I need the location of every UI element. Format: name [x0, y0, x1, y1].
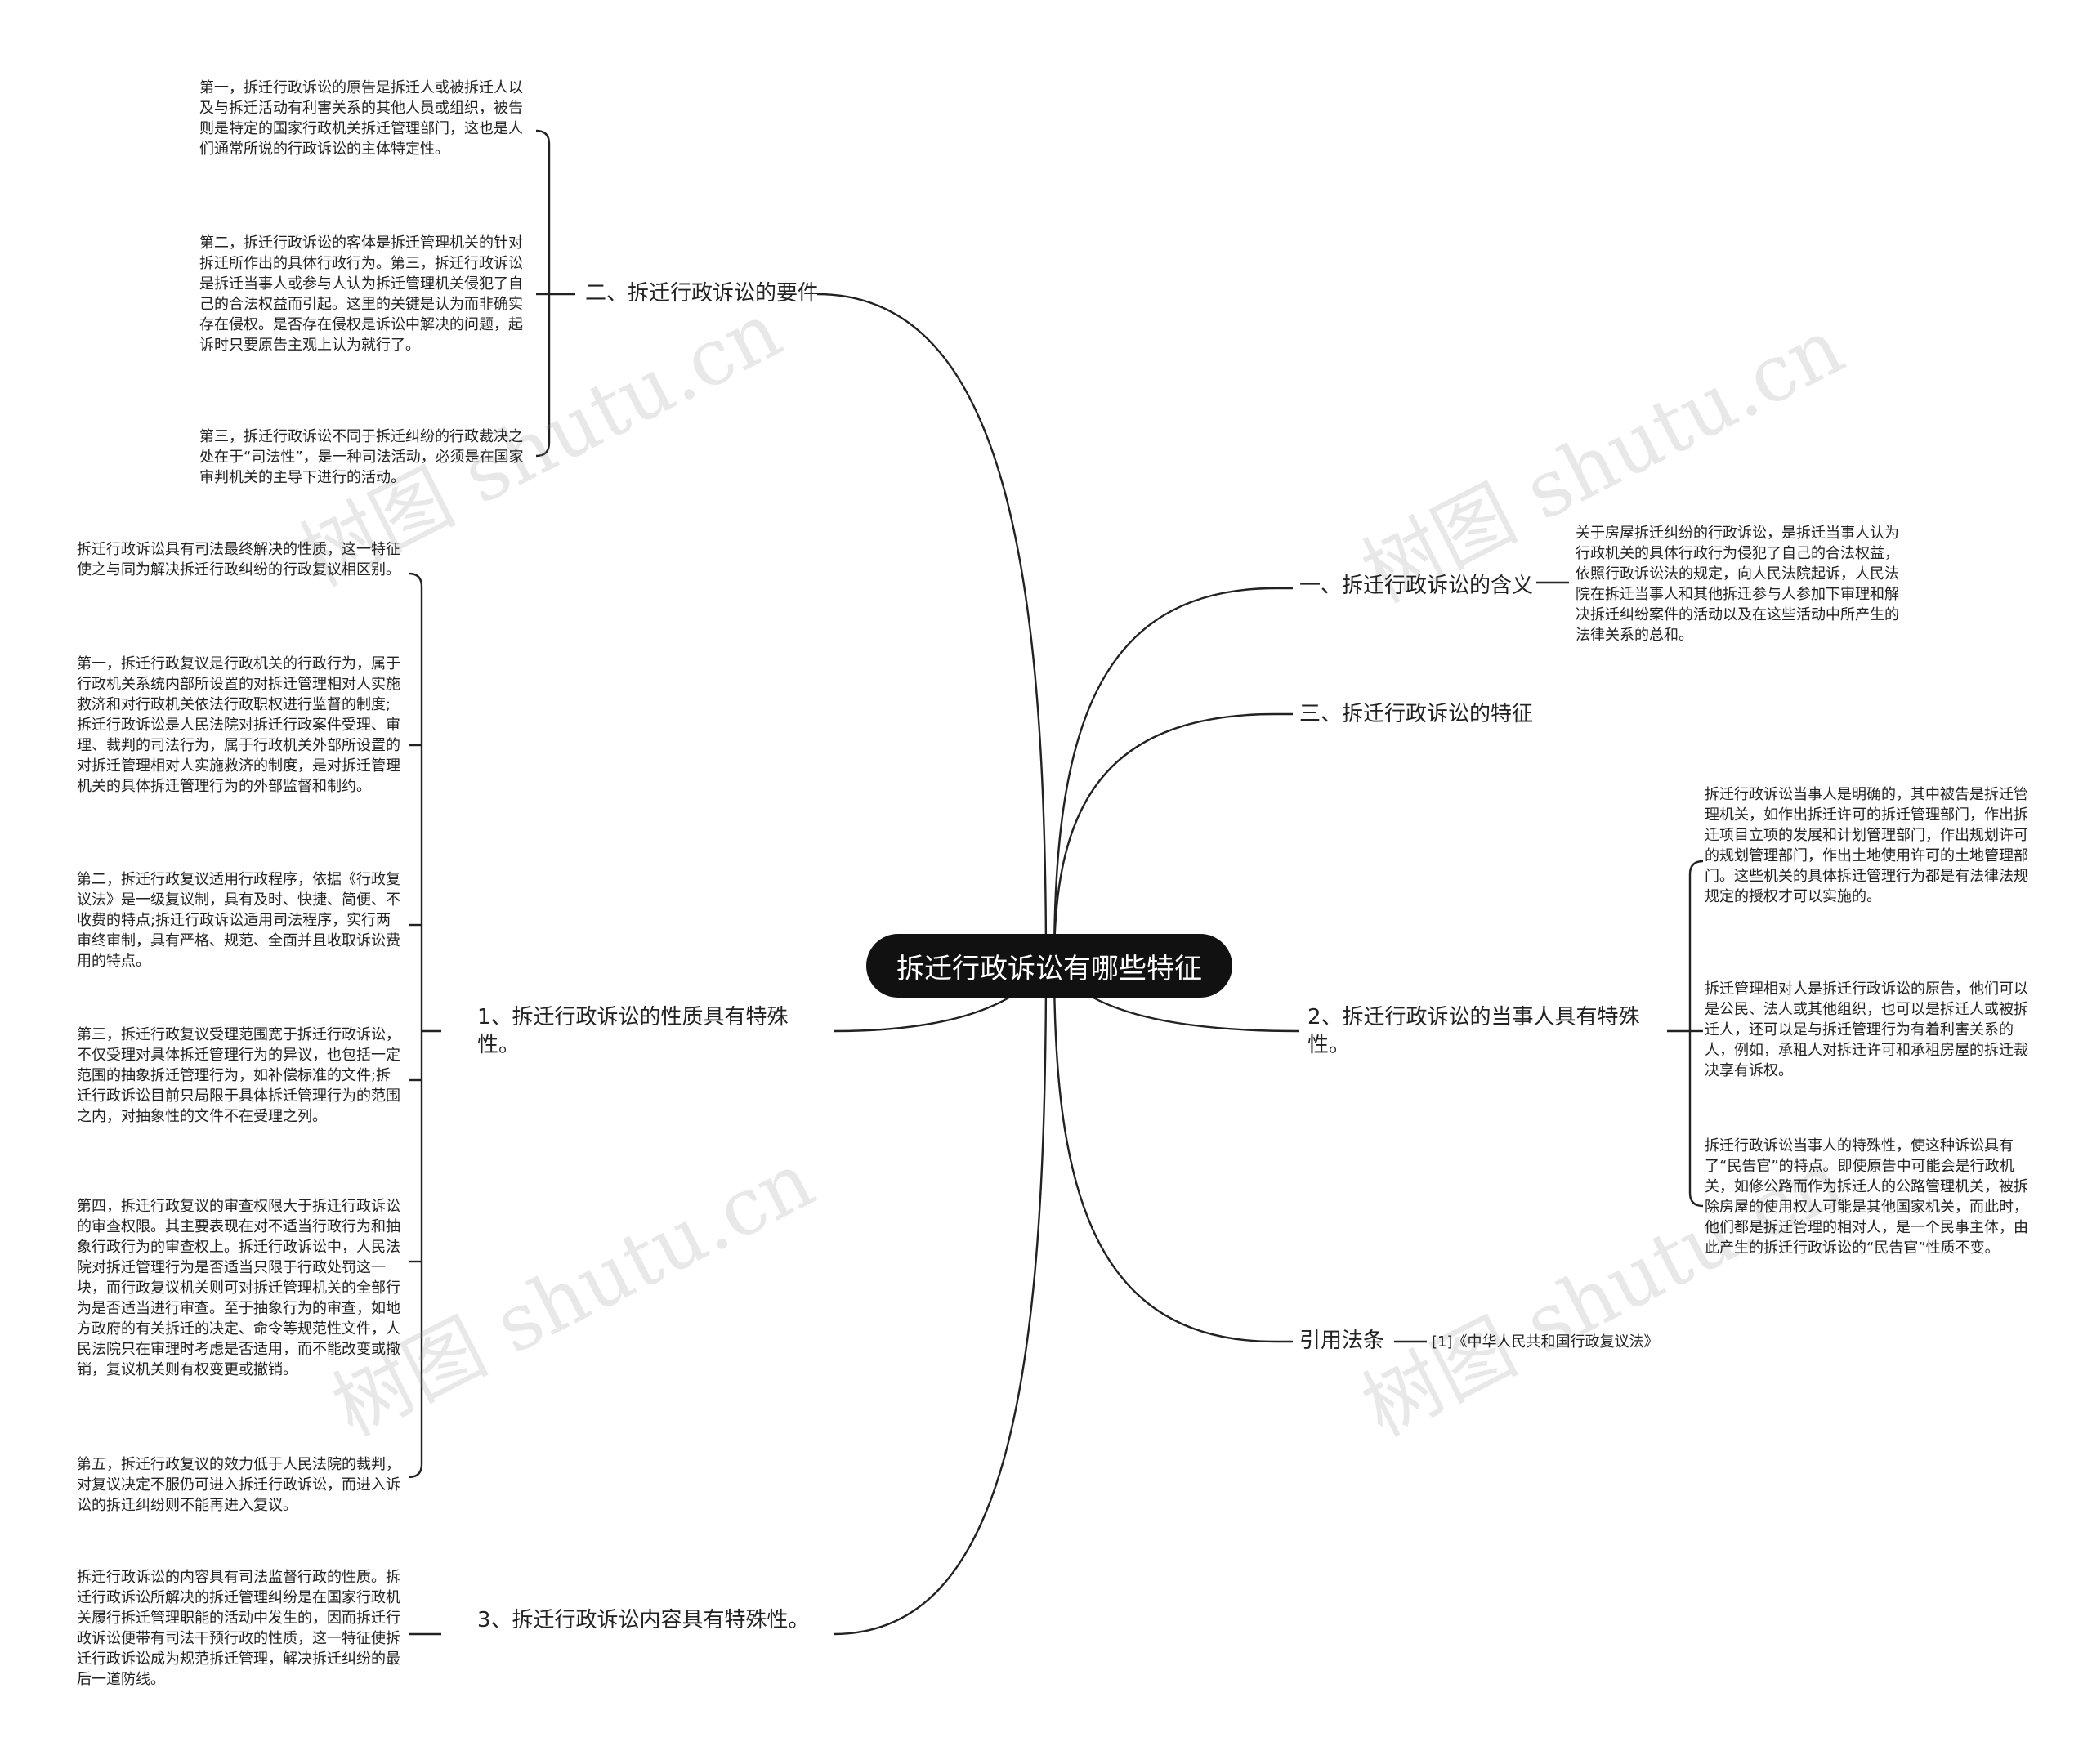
branch-nature[interactable]: 1、拆迁行政诉讼的性质具有特殊性。 — [477, 1005, 789, 1057]
leaf-elements-3: 第三，拆迁行政诉讼不同于拆迁纠纷的行政裁决之处在于“司法性”，是一种司法活动，必… — [199, 428, 524, 486]
connector-root-content — [833, 963, 1048, 1636]
leaf-nature-3: 第二，拆迁行政复议适用行政程序，依据《行政复议法》是一级复议制，具有及时、快捷、… — [77, 871, 400, 970]
connector-root-elements — [816, 293, 1048, 965]
leaf-parties-2: 拆迁管理相对人是拆迁行政诉讼的原告，他们可以是公民、法人或其他组织，也可以是拆迁… — [1705, 980, 2028, 1079]
leaf-nature-4: 第三，拆迁行政复议受理范围宽于拆迁行政诉讼，不仅受理对具体拆迁管理行为的异议，也… — [77, 1026, 400, 1125]
leaf-meaning-text: 关于房屋拆迁纠纷的行政诉讼，是拆迁当事人认为行政机关的具体行政行为侵犯了自己的合… — [1576, 525, 1899, 644]
connector-root-meaning — [1053, 587, 1276, 965]
leaf-elements-2: 第二，拆迁行政诉讼的客体是拆迁管理机关的针对拆迁所作出的具体行政行为。第三，拆迁… — [199, 234, 523, 354]
branch-meaning[interactable]: 一、拆迁行政诉讼的含义 — [1299, 574, 1534, 598]
leaf-nature-1: 拆迁行政诉讼具有司法最终解决的性质，这一特征使之与同为解决拆迁行政纠纷的行政复议… — [77, 541, 400, 578]
connector-root-features — [1053, 712, 1276, 965]
branch-parties[interactable]: 2、拆迁行政诉讼的当事人具有特殊性。 — [1308, 1005, 1640, 1057]
root-topic[interactable]: 拆迁行政诉讼有哪些特征 — [866, 934, 1232, 998]
connector-root-cite — [1053, 963, 1276, 1343]
branch-features[interactable]: 三、拆迁行政诉讼的特征 — [1299, 702, 1534, 726]
leaf-nature-5: 第四，拆迁行政复议的审查权限大于拆迁行政诉讼的审查权限。其主要表现在对不适当行政… — [77, 1198, 400, 1378]
leaf-cite-text: [1]《中华人民共和国行政复议法》 — [1432, 1333, 1659, 1351]
leaf-nature-2: 第一，拆迁行政复议是行政机关的行政行为，属于行政机关系统内部所设置的对拆迁管理相… — [77, 655, 400, 795]
branch-cite[interactable]: 引用法条 — [1299, 1329, 1385, 1353]
branch-elements[interactable]: 二、拆迁行政诉讼的要件 — [585, 281, 820, 306]
leaf-content-text: 拆迁行政诉讼的内容具有司法监督行政的性质。拆迁行政诉讼所解决的拆迁管理纠纷是在国… — [77, 1569, 400, 1688]
branch-content[interactable]: 3、拆迁行政诉讼内容具有特殊性。 — [477, 1608, 810, 1632]
leaf-parties-3: 拆迁行政诉讼当事人的特殊性，使这种诉讼具有了“民告官”的特点。即使原告中可能会是… — [1705, 1137, 2028, 1257]
leaf-parties-1: 拆迁行政诉讼当事人是明确的，其中被告是拆迁管理机关，如作出拆迁许可的拆迁管理部门… — [1705, 786, 2028, 905]
leaf-nature-6: 第五，拆迁行政复议的效力低于人民法院的裁判，对复议决定不服仍可进入拆迁行政诉讼，… — [77, 1456, 400, 1514]
leaf-elements-1: 第一，拆迁行政诉讼的原告是拆迁人或被拆迁人以及与拆迁活动有利害关系的其他人员或组… — [199, 79, 523, 158]
root-title: 拆迁行政诉讼有哪些特征 — [896, 952, 1202, 985]
